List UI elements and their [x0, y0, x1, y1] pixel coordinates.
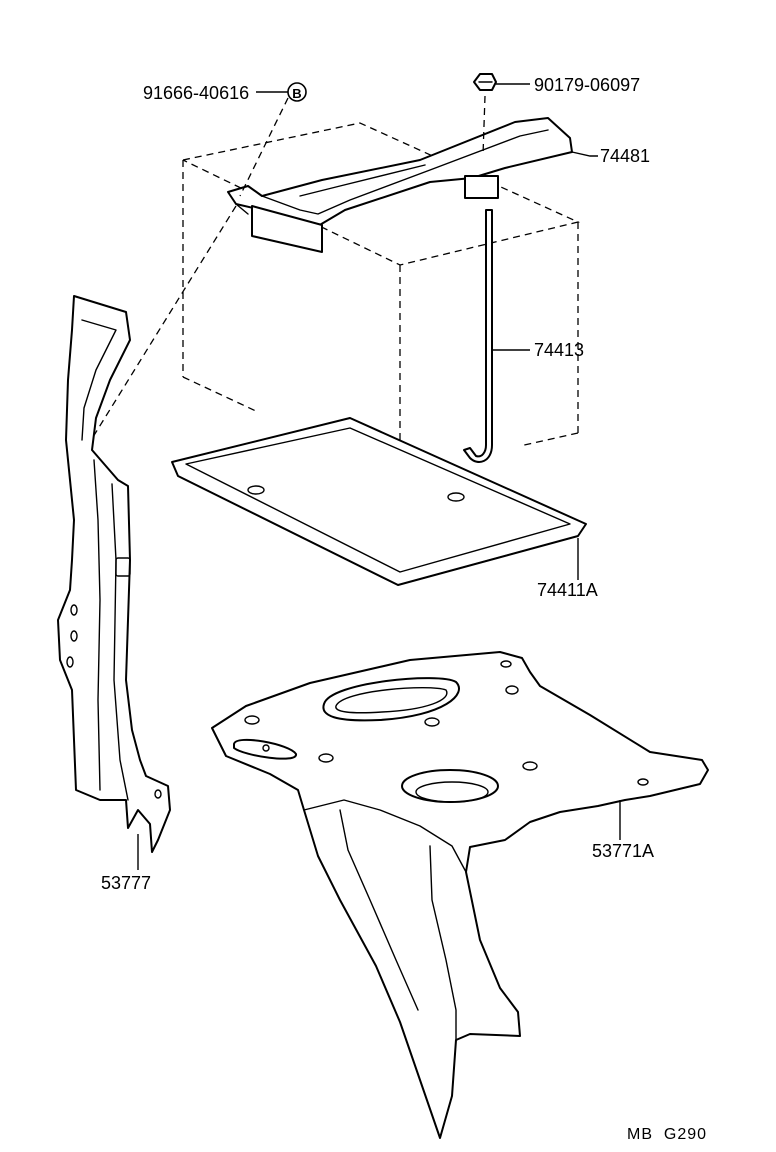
- figure-code: MB G290: [627, 1126, 707, 1143]
- bracket-hole: [70, 630, 78, 642]
- bolt-to-bracket-guide: [79, 205, 237, 459]
- label-side-bracket: 53777: [101, 873, 151, 893]
- bracket-slot: [115, 557, 131, 577]
- battery-phantom-outline: [182, 122, 580, 470]
- bracket-hole: [154, 789, 162, 799]
- bolt-guide-line: [239, 97, 289, 197]
- bracket-hole: [70, 604, 78, 616]
- bolt-marker-letter: B: [292, 86, 301, 101]
- panel-hole: [637, 778, 649, 786]
- carrier-panel: [211, 651, 709, 1139]
- hold-down-rod: [463, 209, 493, 463]
- nut-icon: [473, 73, 497, 91]
- label-bolt: 91666-40616: [143, 83, 249, 103]
- tray-hole: [247, 485, 265, 495]
- panel-hole: [424, 717, 440, 727]
- label-hold-down-clamp: 74481: [600, 146, 650, 166]
- hold-down-clamp: [227, 117, 573, 253]
- bolt-marker: B: [287, 82, 307, 102]
- panel-hole: [318, 753, 334, 763]
- label-hold-down-rod: 74413: [534, 340, 584, 360]
- panel-hole: [505, 685, 519, 695]
- nut-guide-line: [482, 95, 486, 156]
- side-bracket: [57, 295, 171, 853]
- bracket-hole: [66, 656, 74, 668]
- tray-hole: [447, 492, 465, 502]
- label-battery-tray: 74411A: [537, 580, 598, 600]
- panel-hole: [500, 660, 512, 668]
- label-nut: 90179-06097: [534, 75, 640, 95]
- battery-tray: [171, 417, 587, 586]
- panel-hole: [522, 761, 538, 771]
- panel-hole: [262, 744, 270, 752]
- label-carrier-panel: 53771A: [592, 841, 654, 861]
- leader-lines: [137, 83, 621, 870]
- panel-hole: [244, 715, 260, 725]
